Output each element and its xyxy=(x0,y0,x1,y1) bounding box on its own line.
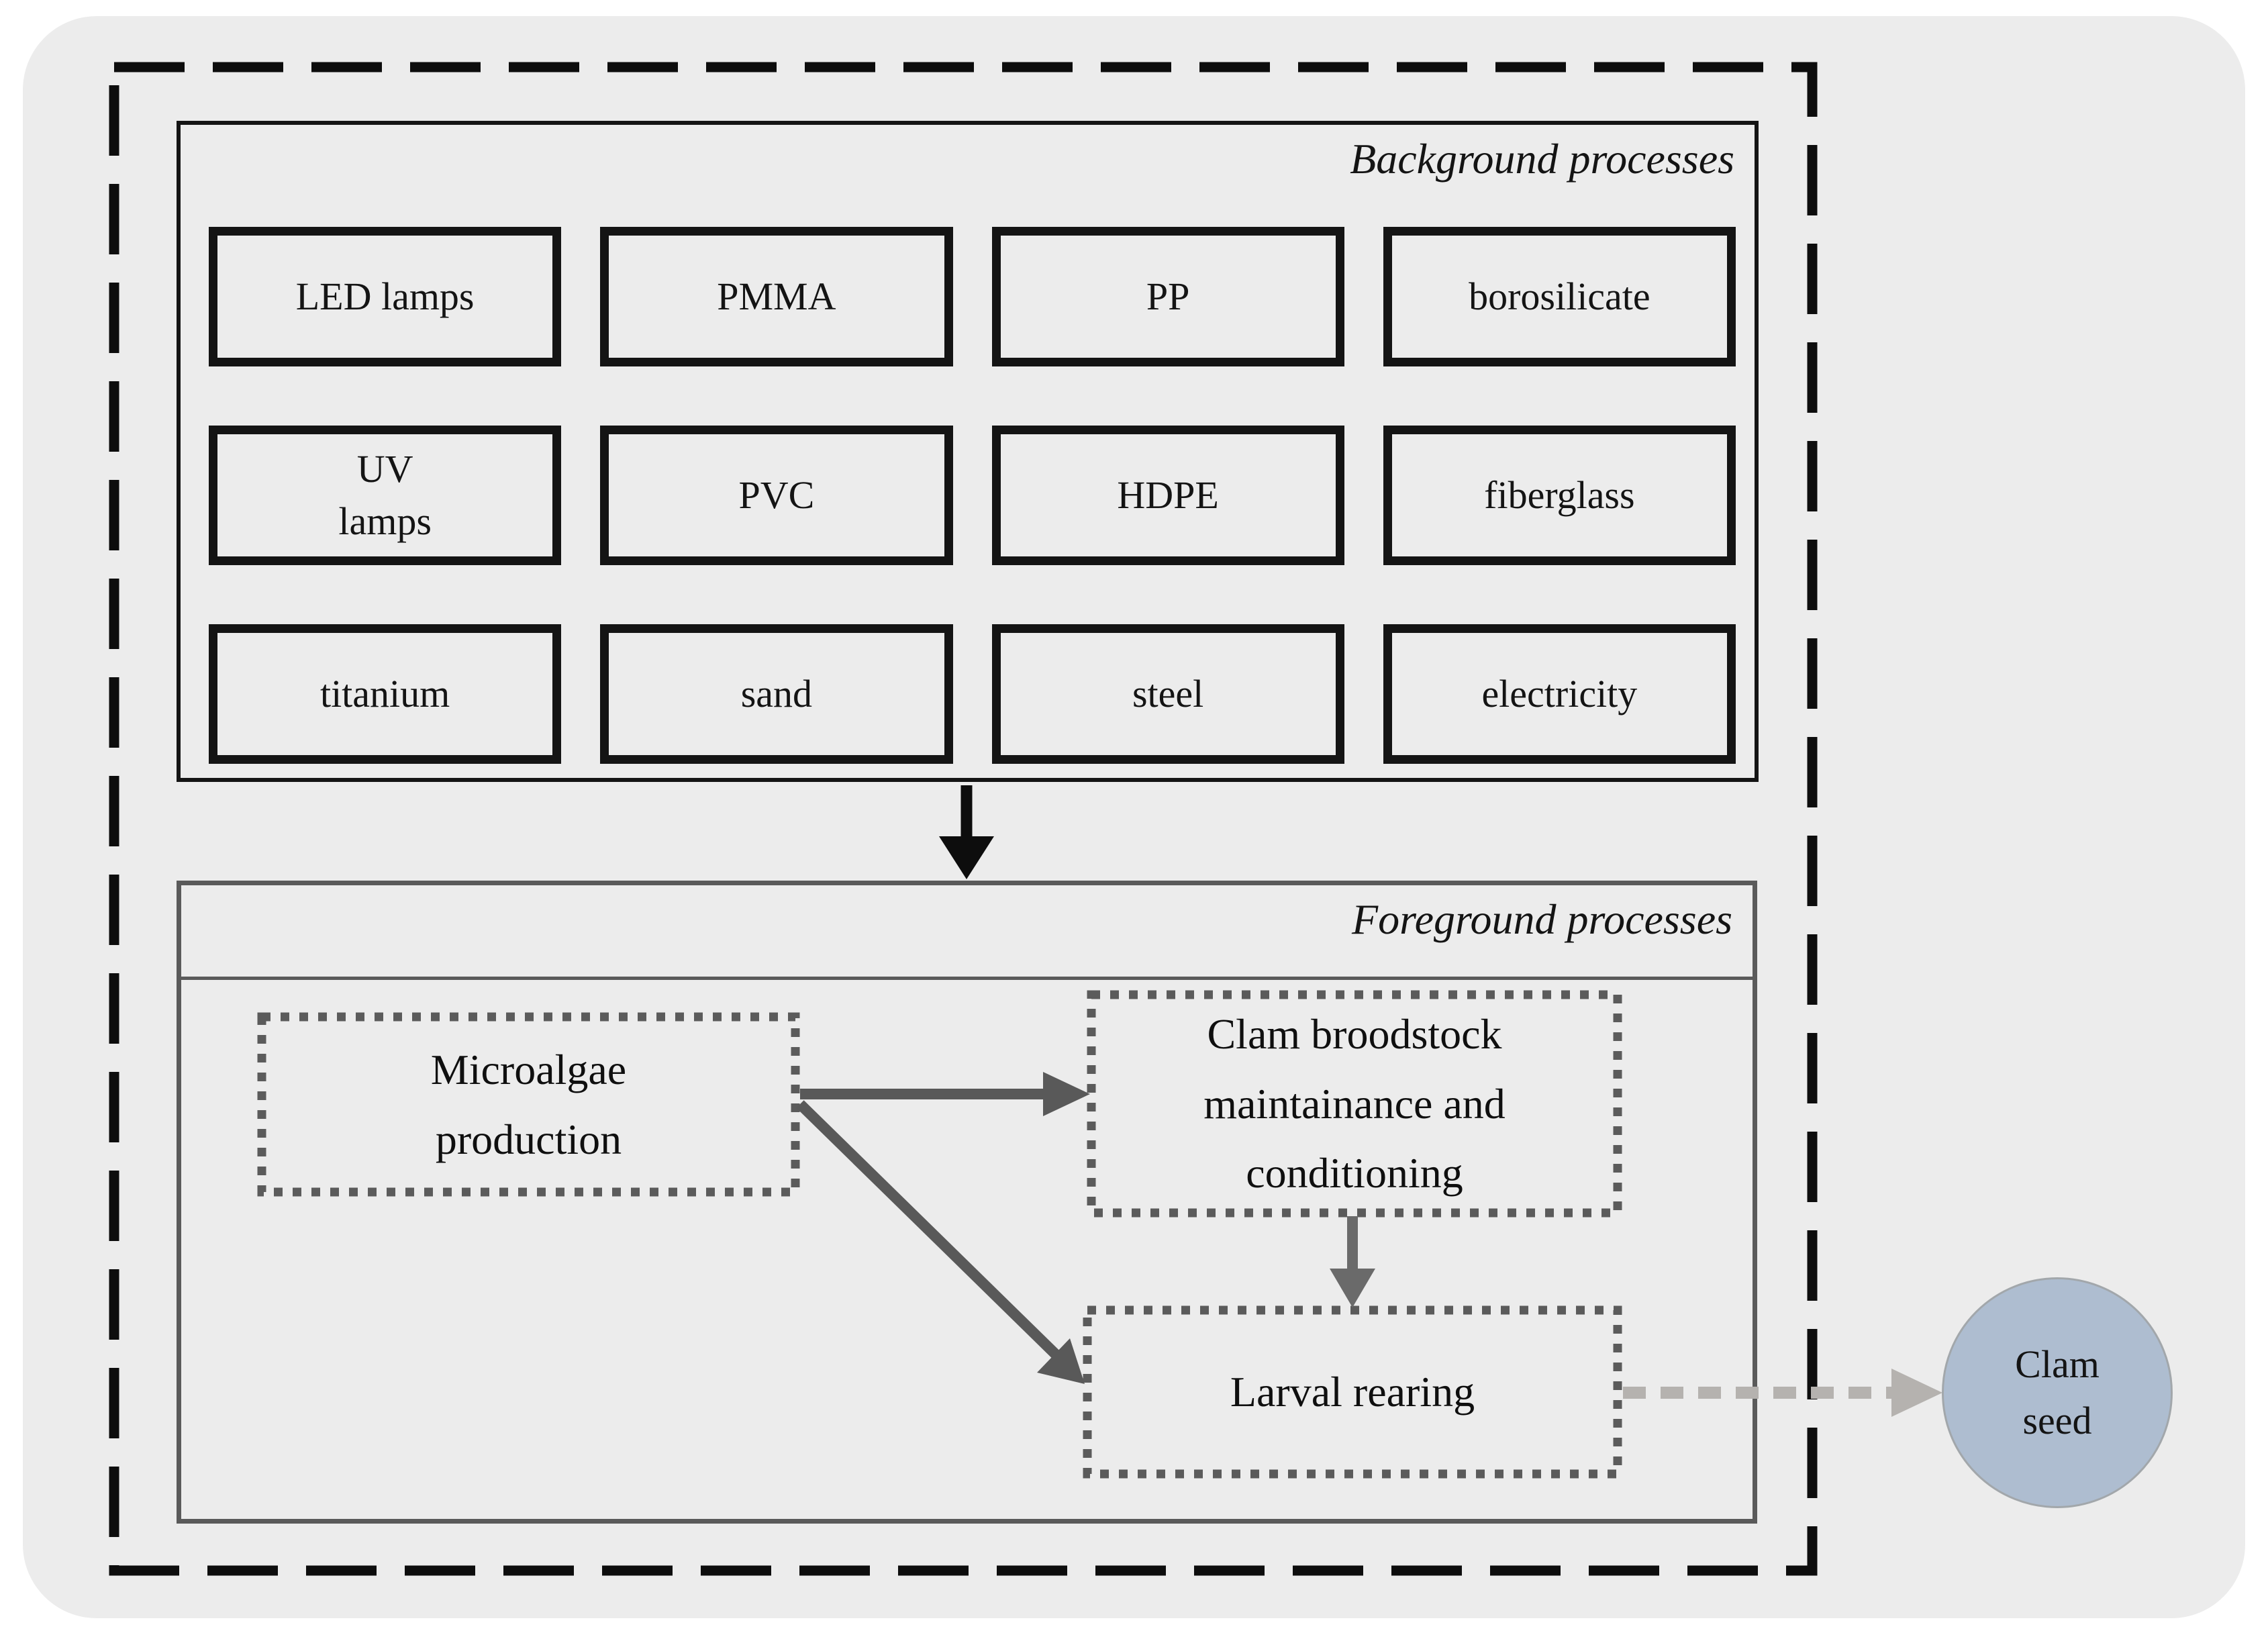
box-uv-lamps: UV lamps xyxy=(209,426,562,565)
clam-seed-label: Clam seed xyxy=(2015,1342,2100,1442)
foreground-header-divider xyxy=(181,977,1753,980)
box-led-lamps: LED lamps xyxy=(209,227,562,366)
box-pvc: PVC xyxy=(600,426,953,565)
node-microalgae-production-label: Microalgae production xyxy=(430,1045,627,1163)
foreground-processes-title: Foreground processes xyxy=(1351,895,1732,943)
box-hdpe: HDPE xyxy=(991,426,1344,565)
node-clam-broodstock-label: Clam broodstock maintainance and conditi… xyxy=(1203,1009,1506,1197)
box-electricity: electricity xyxy=(1383,624,1736,764)
box-pp: PP xyxy=(991,227,1344,366)
box-borosilicate: borosilicate xyxy=(1383,227,1736,366)
clam-seed-circle: Clam seed xyxy=(1942,1277,2173,1508)
box-fiberglass: fiberglass xyxy=(1383,426,1736,565)
box-titanium: titanium xyxy=(209,624,562,764)
background-processes-box: Background processes LED lamps PMMA PP b… xyxy=(177,121,1759,782)
background-materials-grid: LED lamps PMMA PP borosilicate UV lamps … xyxy=(209,227,1736,764)
background-processes-title: Background processes xyxy=(1350,135,1734,183)
node-larval-rearing-label: Larval rearing xyxy=(1230,1368,1475,1416)
box-sand: sand xyxy=(600,624,953,764)
box-pmma: PMMA xyxy=(600,227,953,366)
box-steel: steel xyxy=(991,624,1344,764)
